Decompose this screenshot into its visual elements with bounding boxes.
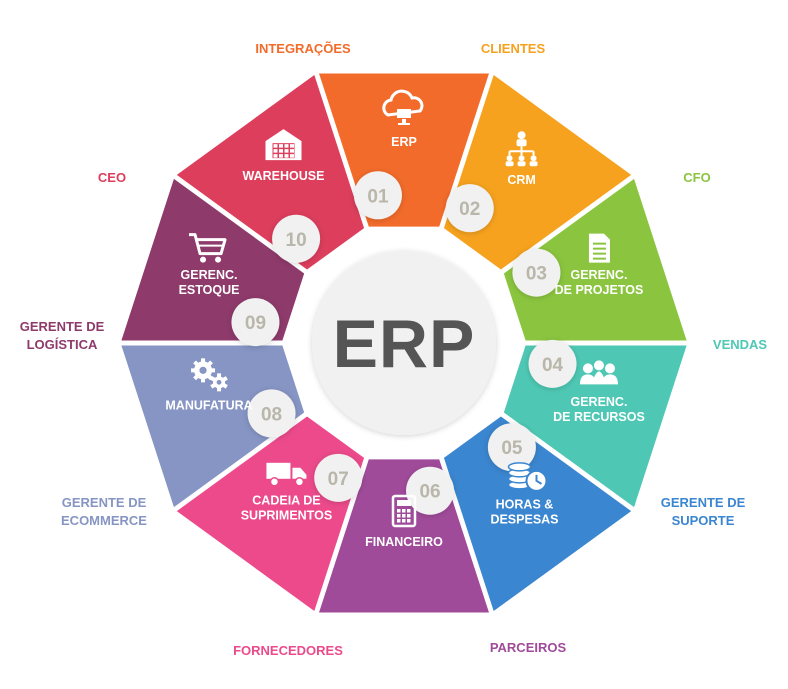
gears-icon — [191, 358, 228, 392]
segment-label: GERENC. — [570, 395, 627, 409]
role-label: ECOMMERCE — [61, 513, 147, 528]
number-bubble — [272, 214, 321, 263]
truck-icon — [266, 462, 307, 487]
number-bubble — [314, 453, 363, 502]
role-label: PARCEIROS — [490, 640, 567, 655]
segment-label: ERP — [391, 135, 417, 149]
segment-number: 08 — [261, 404, 282, 425]
center-circle — [312, 251, 496, 435]
segment-label: SUPRIMENTOS — [241, 508, 332, 522]
segment-07 — [176, 416, 365, 612]
document-icon — [588, 233, 610, 263]
segment-number: 04 — [542, 355, 564, 376]
role-label: INTEGRAÇÕES — [255, 41, 351, 56]
role-label: GERENTE DE — [661, 495, 746, 510]
number-bubble — [353, 171, 402, 220]
cart-icon — [189, 233, 227, 263]
center-title: ERP — [333, 306, 476, 382]
segment-label: DE RECURSOS — [553, 410, 645, 424]
role-label: GERENTE DE — [20, 319, 105, 334]
number-bubble — [445, 184, 494, 233]
segment-label: MANUFATURA — [165, 398, 252, 412]
role-label: CFO — [683, 170, 710, 185]
segment-number: 05 — [501, 438, 523, 459]
segment-number: 09 — [245, 313, 266, 334]
segment-label: DESPESAS — [490, 512, 558, 526]
number-bubble — [247, 389, 296, 438]
segment-02 — [443, 74, 632, 270]
segment-label: FINANCEIRO — [365, 535, 443, 549]
role-label: CEO — [98, 170, 126, 185]
segment-number: 06 — [419, 482, 440, 503]
segment-05 — [443, 416, 632, 612]
segment-label: GERENC. — [570, 268, 627, 282]
number-bubble — [406, 466, 455, 515]
segment-10 — [176, 74, 365, 270]
segment-number: 10 — [286, 230, 307, 251]
segment-label: WAREHOUSE — [243, 169, 325, 183]
segment-label: CRM — [507, 173, 535, 187]
segment-number: 07 — [328, 469, 349, 490]
role-label: SUPORTE — [672, 513, 735, 528]
role-label: FORNECEDORES — [233, 643, 343, 658]
warehouse-icon — [265, 129, 302, 161]
people-icon — [579, 360, 618, 385]
role-label: VENDAS — [713, 337, 768, 352]
segment-number: 02 — [459, 199, 480, 220]
role-label: CLIENTES — [481, 41, 546, 56]
segment-number: 03 — [526, 264, 547, 285]
segment-label: CADEIA DE — [252, 493, 320, 507]
cloud-computer-icon — [382, 89, 424, 125]
number-bubble — [231, 298, 280, 347]
coins-clock-icon — [507, 462, 548, 492]
role-label: GERENTE DE — [62, 495, 147, 510]
segment-label: HORAS & — [496, 497, 554, 511]
org-chart-icon — [505, 131, 538, 167]
calculator-icon — [391, 494, 417, 528]
role-label: LOGÍSTICA — [27, 337, 98, 352]
number-bubble — [512, 248, 561, 297]
number-bubble — [528, 339, 577, 388]
segment-label: ESTOQUE — [179, 283, 240, 297]
segment-number: 01 — [367, 186, 389, 207]
segment-08 — [121, 345, 305, 508]
number-bubble — [487, 423, 536, 472]
segment-label: GERENC. — [181, 268, 238, 282]
segment-label: DE PROJETOS — [555, 283, 644, 297]
